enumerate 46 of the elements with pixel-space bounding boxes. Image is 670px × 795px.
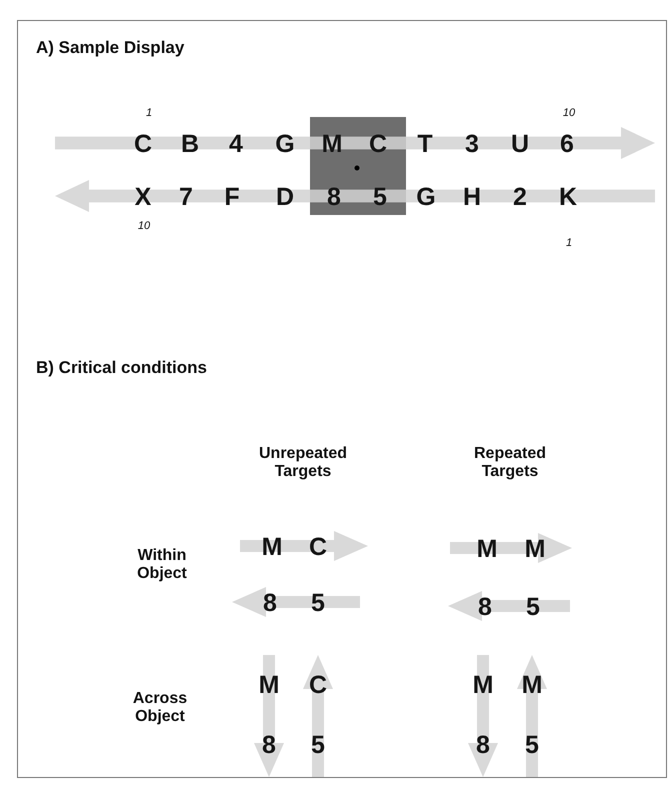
position-number: 10: [562, 107, 576, 119]
position-number: 1: [146, 107, 152, 119]
stimulus-character: 2: [513, 184, 527, 210]
stimulus-character: G: [275, 131, 295, 157]
stimulus-character: G: [416, 184, 436, 210]
stimulus-character: 5: [311, 732, 325, 758]
stimulus-character: M: [476, 536, 498, 562]
stimulus-character: U: [510, 131, 530, 157]
stimulus-character: X: [134, 184, 152, 210]
stimulus-character: 5: [311, 590, 325, 616]
position-number: 1: [566, 237, 572, 249]
stimulus-character: 8: [262, 732, 276, 758]
stimulus-character: C: [368, 131, 388, 157]
row-heading: Within Object: [136, 547, 188, 583]
position-number: 10: [138, 220, 150, 232]
stimulus-character: T: [417, 131, 433, 157]
stimulus-character: 5: [373, 184, 387, 210]
stimulus-character: 8: [476, 732, 490, 758]
stimulus-character: 8: [327, 184, 341, 210]
stimulus-character: M: [262, 534, 282, 560]
stimulus-character: M: [472, 672, 494, 698]
column-heading: Unrepeated Targets: [258, 445, 348, 481]
stimulus-character: D: [276, 184, 294, 210]
stimulus-character: M: [258, 672, 280, 698]
stimulus-character: 8: [263, 590, 277, 616]
stimulus-character: 4: [229, 131, 243, 157]
stimulus-character: B: [180, 131, 200, 157]
column-heading: Repeated Targets: [472, 445, 548, 481]
stimulus-character: 3: [465, 131, 479, 157]
stimulus-character: M: [524, 536, 546, 562]
stimulus-character: 8: [478, 594, 492, 620]
section-heading: A) Sample Display: [36, 38, 184, 58]
stimulus-character: F: [224, 184, 240, 210]
section-heading: B) Critical conditions: [36, 358, 207, 378]
stimulus-character: C: [308, 672, 328, 698]
stimulus-character: H: [462, 184, 482, 210]
stimulus-character: M: [522, 672, 542, 698]
stimulus-character: C: [308, 534, 328, 560]
row-heading: Across Object: [132, 690, 188, 726]
stimulus-character: C: [134, 131, 152, 157]
stimulus-character: 5: [525, 732, 539, 758]
stimulus-character: K: [558, 184, 578, 210]
stimulus-character: 5: [526, 594, 540, 620]
stimulus-character: M: [322, 131, 342, 157]
stimulus-character: 7: [179, 184, 193, 210]
stimulus-character: 6: [560, 131, 574, 157]
